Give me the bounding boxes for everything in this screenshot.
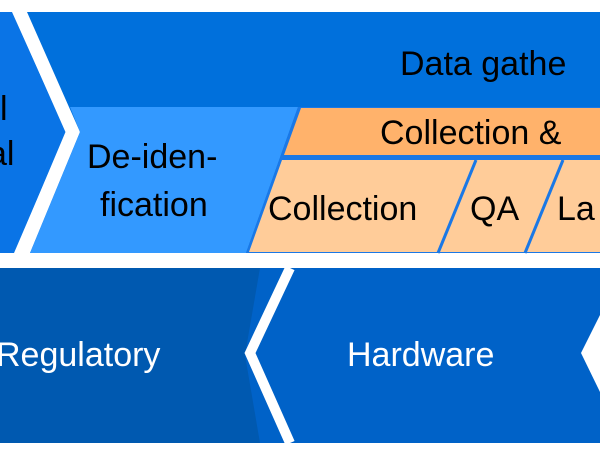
left-stage-line-1: l [0,90,8,128]
regulatory-block [0,268,260,443]
collection-substeps-band [249,160,600,252]
hardware-block [245,268,600,443]
deidentification-line-2: fication [100,186,208,224]
bottom-separator-right [581,315,600,392]
substep-divider [523,159,565,254]
bottom-separator [244,265,295,446]
regulatory-label: Regulatory [0,336,160,374]
collection-header-band [284,108,600,155]
hardware-label: Hardware [347,336,494,374]
substep-labeling: La [557,190,595,228]
substep-qa: QA [470,190,519,228]
collection-header-label: Collection & [380,114,562,152]
left-stage-block [0,12,66,253]
deidentification-block [30,107,298,253]
stage-separator [13,9,79,256]
substep-divider [436,159,478,254]
deidentification-line-1: De-iden- [87,138,217,176]
data-gathering-label: Data gathe [400,45,566,83]
left-stage-line-2: al [0,135,14,173]
substep-collection: Collection [268,190,417,228]
